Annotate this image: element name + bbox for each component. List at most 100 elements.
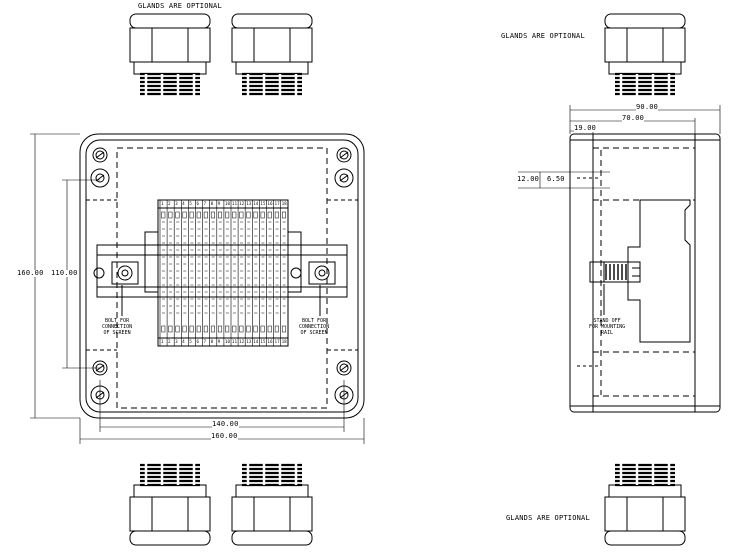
terminal-screw-top (189, 211, 194, 219)
screw-icon (336, 360, 352, 376)
terminal-number: 14 (253, 201, 259, 206)
terminal-screw-top (225, 211, 230, 219)
terminal-screw-bottom (232, 325, 237, 333)
terminal-screw-bottom (267, 325, 272, 333)
terminal-number: 17 (274, 201, 280, 206)
terminal-number: 10 (224, 201, 231, 206)
note-bolt-right: BOLT FOR CONNECTION OF SCREEN (299, 318, 330, 336)
cable-gland (231, 13, 313, 96)
dim-depth-total-side: 90.00 (636, 103, 659, 111)
dim-standoff-height-side: 12.00 (517, 175, 540, 183)
note-stand-off: STAND OFF FOR MOUNTING RAIL (589, 318, 626, 336)
terminal-screw-top (182, 211, 187, 219)
terminal-screw-bottom (175, 325, 180, 333)
screw-icon (90, 168, 110, 188)
note-bolt-left: BOLT FOR CONNECTION OF SCREEN (102, 318, 133, 336)
terminal-number: 8 (210, 201, 214, 206)
terminal-number: 15 (260, 201, 266, 206)
terminal-screw-bottom (218, 325, 223, 333)
terminal-screw-top (232, 211, 237, 219)
terminal-number: 14 (253, 339, 259, 344)
terminal-screw-bottom (196, 325, 201, 333)
front-view (30, 133, 365, 444)
dim-width-inner-front: 140.00 (212, 420, 239, 428)
terminal-number: 18 (281, 201, 287, 206)
din-rail (96, 244, 348, 298)
terminal-screw-bottom (210, 325, 215, 333)
terminal-screw-top (246, 211, 251, 219)
terminal-number: 11 (232, 201, 238, 206)
terminal-number: 3 (175, 339, 178, 344)
bolt-right (308, 261, 336, 285)
cable-gland (231, 463, 313, 546)
note-glands-optional-side-bottom: GLANDS ARE OPTIONAL (506, 514, 590, 522)
terminal-number: 18 (281, 339, 287, 344)
cable-glands (129, 13, 686, 546)
side-terminal (627, 199, 691, 343)
cable-gland (129, 463, 211, 546)
note-glands-optional-side-top: GLANDS ARE OPTIONAL (501, 32, 585, 40)
enclosure-lid-outline (85, 139, 359, 413)
terminal-number: 7 (203, 339, 207, 344)
dim-depth-inner-side: 70.00 (622, 114, 645, 122)
screw-icon (334, 168, 354, 188)
terminal-number: 17 (274, 339, 280, 344)
terminal-number: 6 (196, 339, 200, 344)
dim-standoff-offset-side: 6.50 (547, 175, 565, 183)
terminal-number: 11 (232, 339, 238, 344)
terminal-screw-bottom (161, 325, 166, 333)
terminal-number: 13 (246, 339, 252, 344)
terminal-screw-bottom (189, 325, 194, 333)
terminal-screw-bottom (281, 325, 286, 333)
end-stop-left (144, 231, 159, 293)
dim-height-outer-front: 160.00 (17, 269, 44, 277)
cable-gland (604, 13, 686, 96)
enclosure-outline (79, 133, 365, 419)
terminal-number: 6 (196, 201, 200, 206)
terminal-number: 2 (168, 339, 171, 344)
terminal-number: 13 (246, 201, 252, 206)
dim-height-inner-front: 110.00 (51, 269, 78, 277)
terminal-number: 12 (239, 339, 245, 344)
terminal-screw-top (260, 211, 265, 219)
terminal-number: 9 (217, 201, 221, 206)
end-stop-right (287, 231, 302, 293)
terminal-screw-bottom (203, 325, 208, 333)
terminal-screw-top (210, 211, 215, 219)
terminal-number: 2 (168, 201, 171, 206)
terminal-number: 16 (267, 339, 273, 344)
terminal-screw-top (281, 211, 286, 219)
side-standoff (589, 261, 641, 283)
terminal-screw-bottom (182, 325, 187, 333)
terminal-screw-bottom (239, 325, 244, 333)
terminal-screw-top (196, 211, 201, 219)
terminal-number: 10 (224, 339, 231, 344)
terminal-number: 9 (217, 339, 221, 344)
terminal-number: 12 (239, 201, 245, 206)
terminal-screw-bottom (253, 325, 258, 333)
terminal-screw-bottom (168, 325, 173, 333)
terminal-number: 16 (267, 201, 273, 206)
terminal-number: 7 (203, 201, 207, 206)
terminal-screw-bottom (274, 325, 279, 333)
cable-gland (129, 13, 211, 96)
terminal-number: 3 (175, 201, 178, 206)
terminal-number: 1 (161, 339, 164, 344)
terminal-number: 5 (189, 339, 192, 344)
terminal-number: 8 (210, 339, 214, 344)
terminal-screw-top (218, 211, 223, 219)
terminal-screw-top (161, 211, 166, 219)
dim-lid-side: 19.00 (574, 124, 597, 132)
side-outline (569, 133, 721, 413)
terminal-number: 5 (189, 201, 192, 206)
terminal-screw-bottom (225, 325, 230, 333)
terminal-number: 1 (161, 201, 164, 206)
screw-icon (92, 147, 108, 163)
terminal-screw-top (175, 211, 180, 219)
screw-icon (336, 147, 352, 163)
side-view (518, 105, 721, 413)
terminal-screw-top (239, 211, 244, 219)
terminal-screw-bottom (246, 325, 251, 333)
